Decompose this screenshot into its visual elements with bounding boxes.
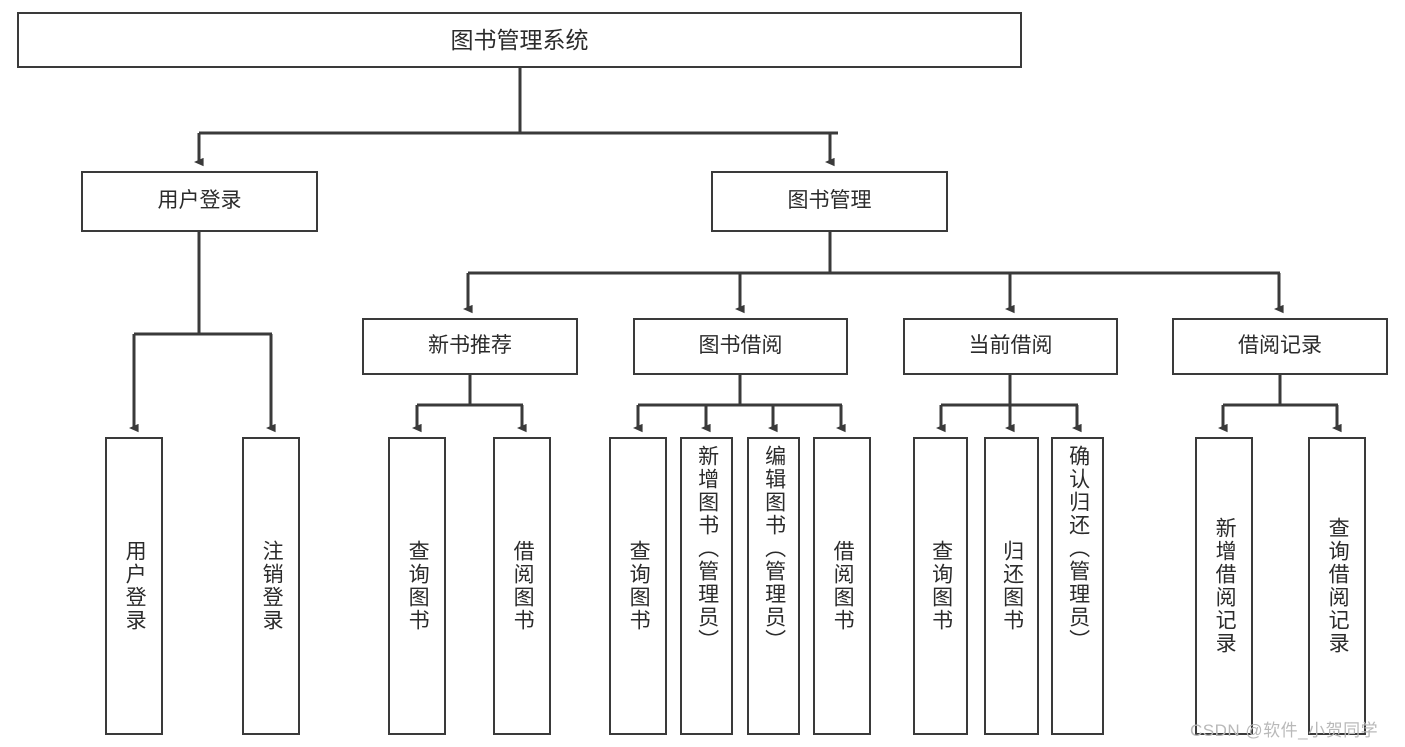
csdn-watermark: CSDN @软件_小贺同学 [1190, 721, 1379, 740]
leaf-user-login-login[interactable]: 用户登录 [105, 437, 163, 735]
leaf-label: 借阅图书 [831, 540, 855, 632]
leaf-current-borrow-query[interactable]: 查询图书 [913, 437, 968, 735]
leaf-book-borrow-edit[interactable]: 编辑图书（管理员） [747, 437, 800, 735]
leaf-label: 归还图书 [1000, 540, 1024, 632]
leaf-label: 注销登录 [260, 540, 284, 632]
node-label: 借阅记录 [1238, 334, 1322, 358]
node-new-book-recommend[interactable]: 新书推荐 [362, 318, 578, 375]
leaf-label: 查询图书 [406, 540, 430, 632]
node-label: 用户登录 [157, 189, 242, 213]
node-borrow-record[interactable]: 借阅记录 [1172, 318, 1388, 375]
leaf-new-book-borrow[interactable]: 借阅图书 [493, 437, 551, 735]
leaf-book-borrow-add[interactable]: 新增图书（管理员） [680, 437, 733, 735]
leaf-label: 确认归还（管理员） [1066, 445, 1090, 652]
node-label: 图书管理 [787, 189, 872, 213]
leaf-label: 编辑图书（管理员） [762, 445, 786, 652]
leaf-label: 新增图书（管理员） [695, 445, 719, 652]
node-label: 当前借阅 [968, 334, 1053, 358]
node-label: 新书推荐 [428, 334, 512, 358]
node-book-borrow[interactable]: 图书借阅 [633, 318, 848, 375]
leaf-current-borrow-return[interactable]: 归还图书 [984, 437, 1039, 735]
node-label: 图书管理系统 [450, 26, 589, 53]
node-root-system[interactable]: 图书管理系统 [17, 12, 1022, 68]
leaf-borrow-record-add[interactable]: 新增借阅记录 [1195, 437, 1253, 735]
leaf-label: 查询借阅记录 [1326, 517, 1350, 655]
leaf-book-borrow-query[interactable]: 查询图书 [609, 437, 667, 735]
leaf-user-login-logout[interactable]: 注销登录 [242, 437, 300, 735]
leaf-label: 借阅图书 [511, 540, 535, 632]
node-label: 图书借阅 [698, 334, 783, 358]
leaf-book-borrow-borrow[interactable]: 借阅图书 [813, 437, 871, 735]
leaf-borrow-record-query[interactable]: 查询借阅记录 [1308, 437, 1366, 735]
node-user-login[interactable]: 用户登录 [81, 171, 318, 232]
leaf-label: 新增借阅记录 [1213, 517, 1237, 655]
node-current-borrow[interactable]: 当前借阅 [903, 318, 1118, 375]
node-book-management[interactable]: 图书管理 [711, 171, 948, 232]
leaf-current-borrow-confirm-return[interactable]: 确认归还（管理员） [1051, 437, 1104, 735]
leaf-label: 用户登录 [123, 540, 147, 632]
leaf-label: 查询图书 [627, 540, 651, 632]
leaf-new-book-query[interactable]: 查询图书 [388, 437, 446, 735]
leaf-label: 查询图书 [929, 540, 953, 632]
